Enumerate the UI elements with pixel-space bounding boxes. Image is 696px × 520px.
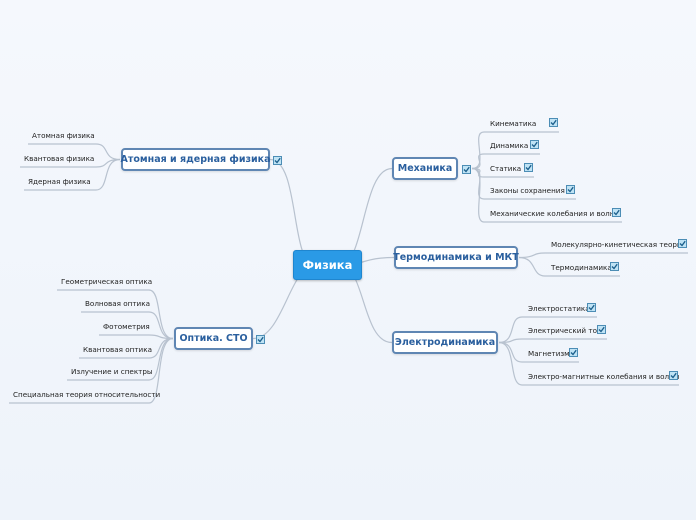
subtopic-electro-0[interactable]: Электростатика <box>528 304 590 313</box>
subtopic-mechanics-3-check-icon[interactable] <box>566 185 575 194</box>
subtopic-mechanics-2[interactable]: Статика <box>490 164 522 173</box>
subtopic-mechanics-2-check-icon[interactable] <box>524 163 533 172</box>
branch-electro[interactable]: Электродинамика <box>392 331 498 354</box>
subtopic-thermo-0[interactable]: Молекулярно-кинетическая теория <box>551 240 686 249</box>
subtopic-atomic-2[interactable]: Ядерная физика <box>28 177 91 186</box>
subtopic-mechanics-3[interactable]: Законы сохранения <box>490 186 565 195</box>
subtopic-electro-1-check-icon[interactable] <box>597 325 606 334</box>
branch-optics[interactable]: Оптика. СТО <box>174 327 253 350</box>
branch-mechanics-check-icon[interactable] <box>462 164 471 174</box>
branch-thermo[interactable]: Термодинамика и МКТ <box>393 246 519 269</box>
subtopic-mechanics-1-check-icon[interactable] <box>530 140 539 149</box>
subtopic-thermo-1-check-icon[interactable] <box>610 262 619 271</box>
central-topic[interactable]: Физика <box>293 250 362 280</box>
subtopic-electro-0-check-icon[interactable] <box>587 303 596 312</box>
subtopic-optics-0[interactable]: Геометрическая оптика <box>61 277 153 286</box>
subtopic-thermo-0-check-icon[interactable] <box>678 239 687 248</box>
branch-atomic[interactable]: Атомная и ядерная физика <box>121 148 271 171</box>
subtopic-electro-2-check-icon[interactable] <box>569 348 578 357</box>
subtopic-atomic-1[interactable]: Квантовая физика <box>24 154 95 163</box>
subtopic-thermo-1[interactable]: Термодинамика <box>551 263 612 272</box>
subtopic-mechanics-4-check-icon[interactable] <box>612 208 621 217</box>
subtopic-mechanics-0-check-icon[interactable] <box>549 118 558 127</box>
subtopic-mechanics-4[interactable]: Механические колебания и волны <box>490 209 621 218</box>
subtopic-electro-3[interactable]: Электро-магнитные колебания и волны <box>528 372 680 381</box>
subtopic-optics-3[interactable]: Квантовая оптика <box>83 345 152 354</box>
subtopic-electro-1[interactable]: Электрический ток <box>528 326 602 335</box>
subtopic-mechanics-0[interactable]: Кинематика <box>490 119 537 128</box>
subtopic-optics-2[interactable]: Фотометрия <box>103 322 150 331</box>
branch-mechanics[interactable]: Механика <box>392 157 458 180</box>
subtopic-optics-5[interactable]: Специальная теория относительности <box>13 390 161 399</box>
subtopic-optics-1[interactable]: Волновая оптика <box>85 299 150 308</box>
subtopic-atomic-0[interactable]: Атомная физика <box>32 131 95 140</box>
subtopic-mechanics-1[interactable]: Динамика <box>490 141 529 150</box>
subtopic-electro-3-check-icon[interactable] <box>669 371 678 380</box>
branch-optics-check-icon[interactable] <box>256 334 265 344</box>
subtopic-optics-4[interactable]: Излучение и спектры <box>71 367 153 376</box>
subtopic-electro-2[interactable]: Магнетизм <box>528 349 570 358</box>
branch-atomic-check-icon[interactable] <box>273 155 282 165</box>
